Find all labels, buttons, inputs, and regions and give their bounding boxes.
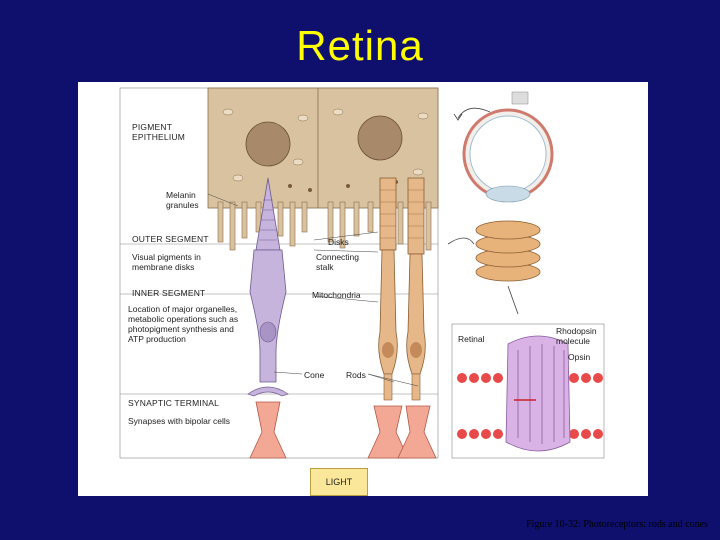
- eye-diagram: [462, 91, 554, 203]
- cone-cell: [247, 177, 289, 397]
- membrane-heads: [457, 373, 603, 439]
- label-mitochondria: Mitochondria: [312, 290, 361, 300]
- rhodopsin-protein: [505, 335, 571, 452]
- label-disks: Disks: [328, 237, 349, 247]
- pigment-epithelium-cells: [207, 87, 439, 251]
- bipolar-cells: [249, 401, 437, 459]
- label-pigment-epithelium: PIGMENT EPITHELIUM: [132, 122, 186, 142]
- label-synaptic-terminal: SYNAPTIC TERMINAL: [128, 398, 220, 408]
- disk-stack: [475, 220, 541, 282]
- label-rods: Rods: [346, 370, 366, 380]
- rod-cells: [378, 177, 426, 401]
- light-arrow-box: LIGHT: [310, 468, 368, 496]
- label-opsin: Opsin: [568, 352, 591, 362]
- label-inner-segment: INNER SEGMENT: [132, 288, 206, 298]
- label-rhodopsin-molecule: Rhodopsin molecule: [556, 326, 597, 346]
- slide-title: Retina: [296, 22, 424, 69]
- photoreceptor-figure: PIGMENT EPITHELIUM Melanin granules OUTE…: [78, 82, 648, 496]
- label-melanin-granules: Melanin granules: [166, 190, 199, 210]
- label-outer-segment: OUTER SEGMENT: [132, 234, 209, 244]
- figure-drawing: [119, 87, 605, 459]
- label-location-text: Location of major organelles, metabolic …: [128, 304, 239, 344]
- label-synapses: Synapses with bipolar cells: [128, 416, 231, 426]
- figure-caption: Figure 10-32: Photoreceptors: rods and c…: [526, 519, 708, 530]
- label-retinal: Retinal: [458, 334, 485, 344]
- label-visual-pigments: Visual pigments in membrane disks: [132, 252, 201, 272]
- leader-lines: [207, 193, 419, 387]
- label-cone: Cone: [304, 370, 325, 380]
- label-connecting-stalk: Connecting stalk: [316, 252, 360, 272]
